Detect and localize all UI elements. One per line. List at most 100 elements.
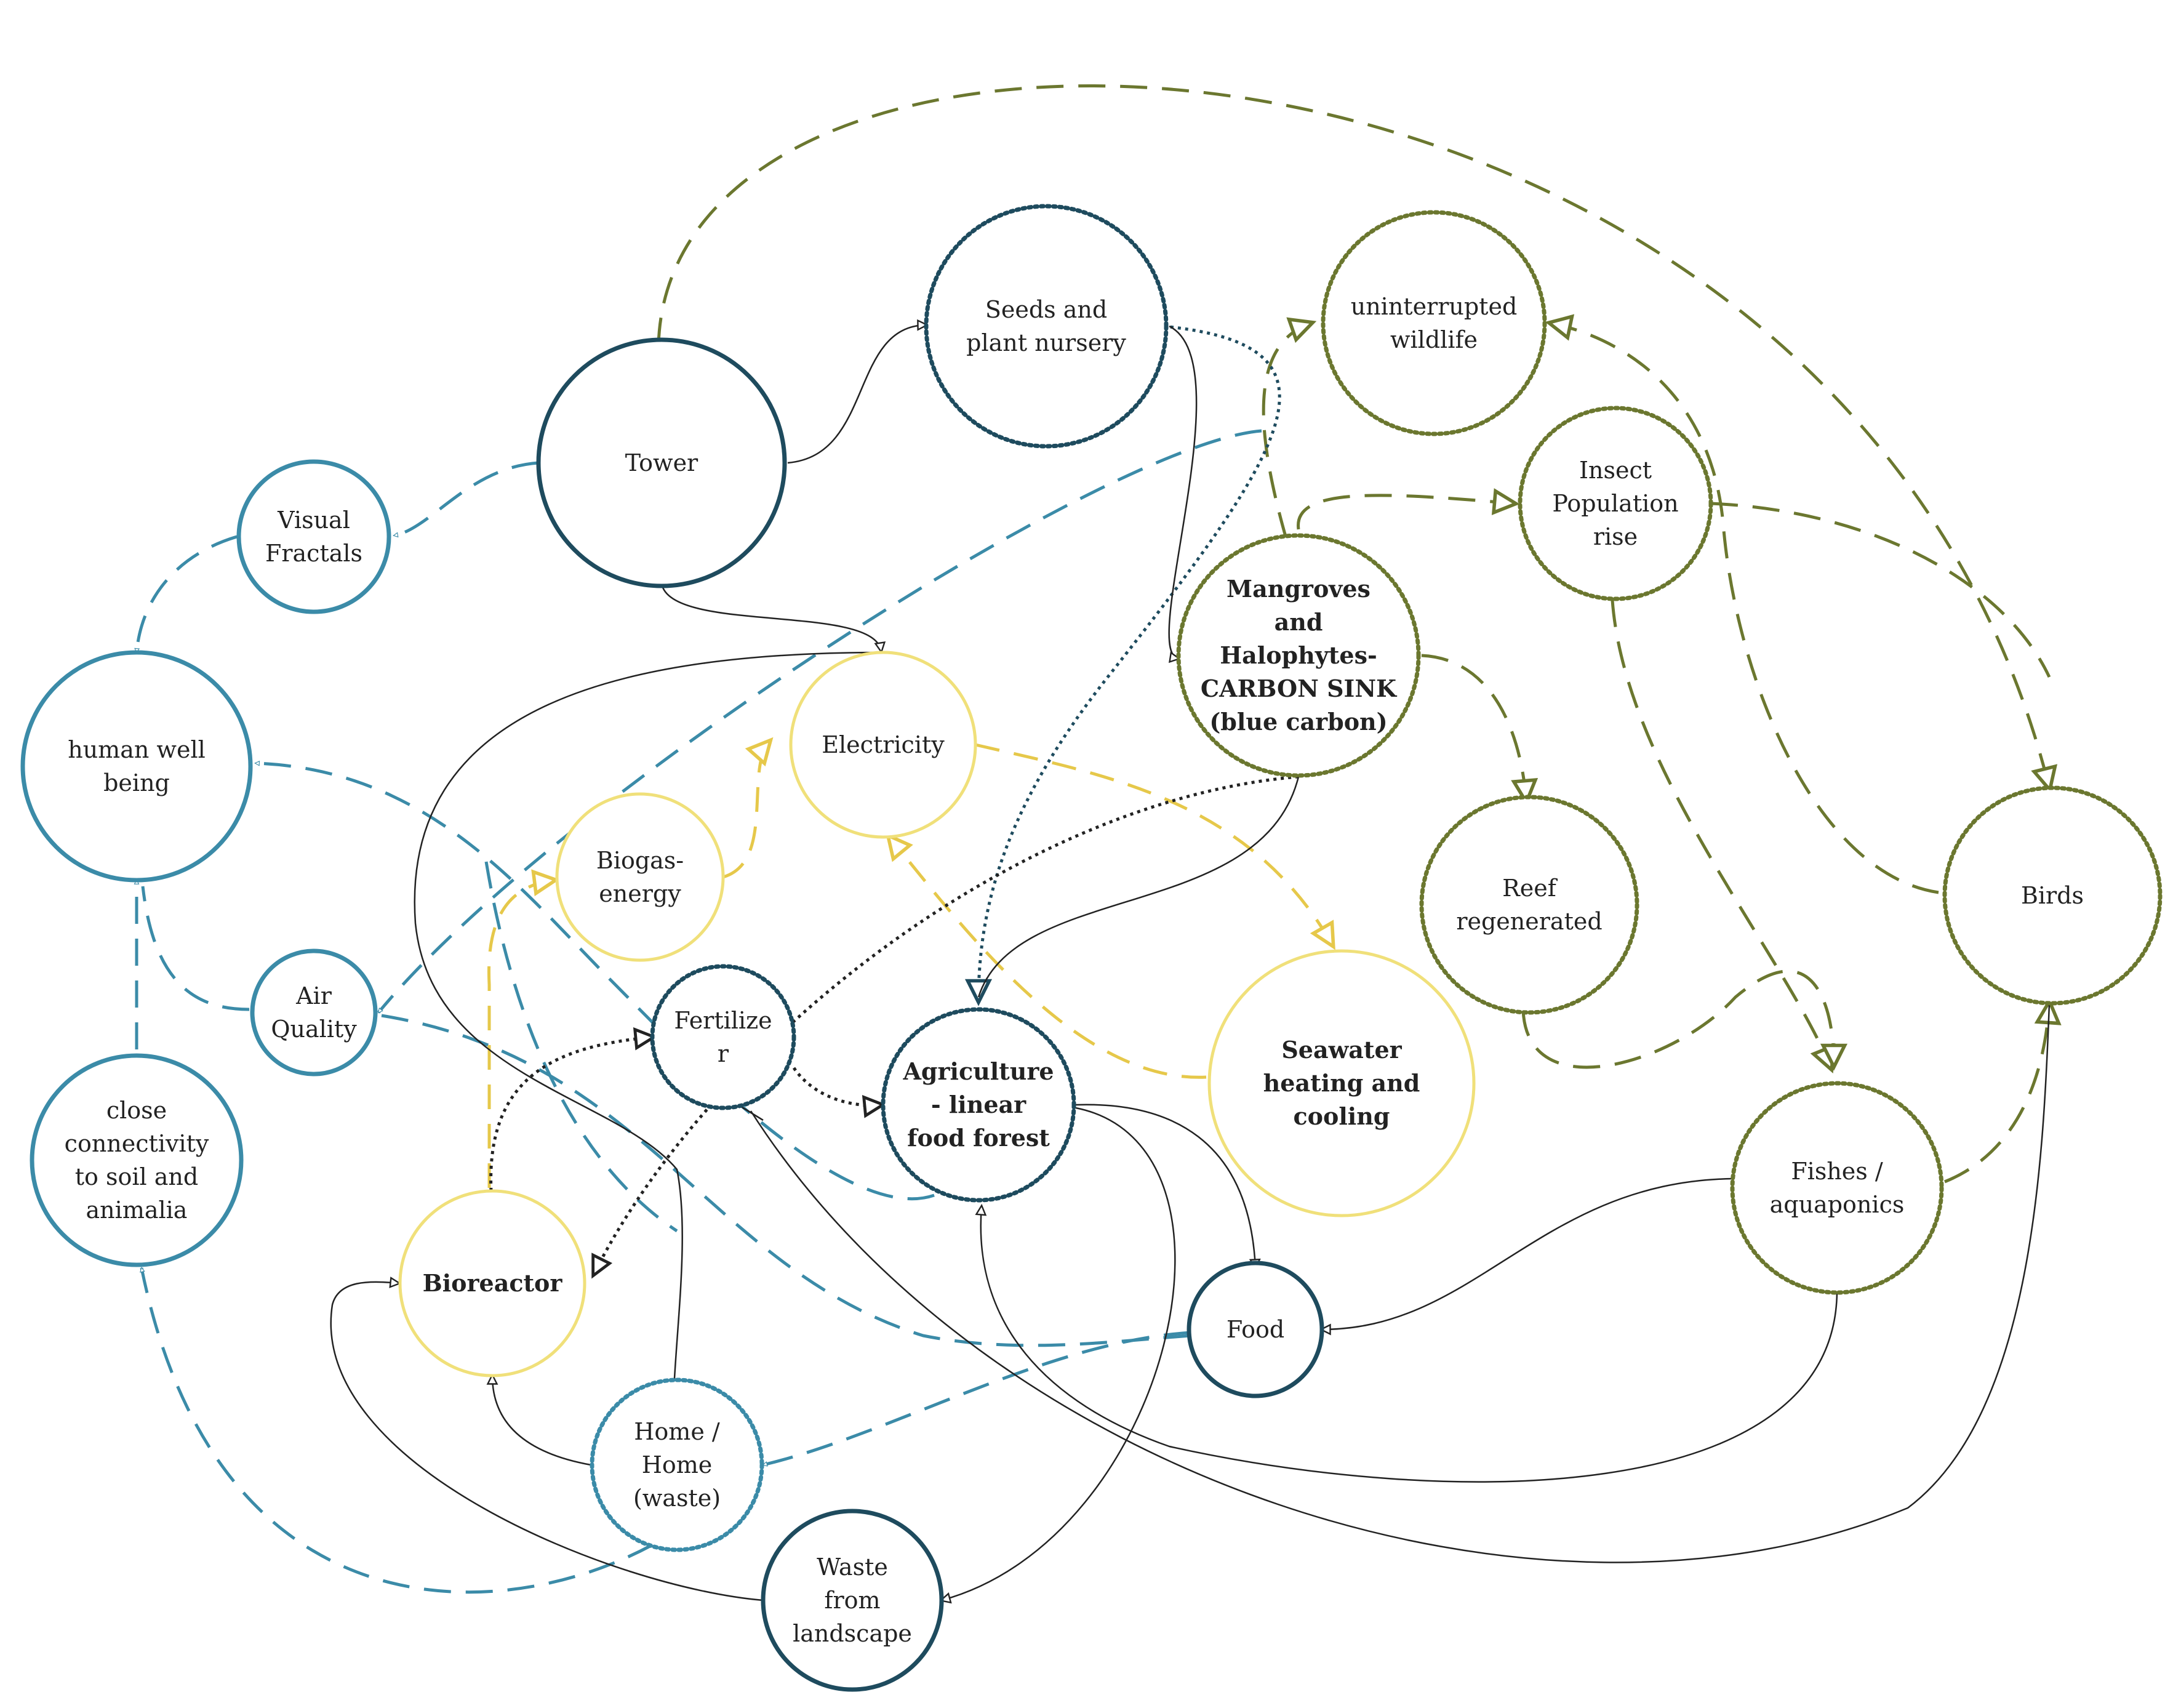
edge-fishes-to-food [1319, 1177, 1733, 1336]
edge-seawater-to-electricity [885, 832, 1207, 1079]
edge-waste-to-bioreactor [330, 1277, 764, 1602]
seeds-label-line: Seeds and [985, 296, 1107, 323]
reef-label-line: regenerated [1456, 908, 1602, 935]
agriculture-label-line: - linear [931, 1091, 1026, 1118]
agriculture-label-line: Agriculture [902, 1057, 1054, 1085]
mangroves-label-line: (blue carbon) [1209, 708, 1387, 736]
edge-mangroves-to-agriculture [977, 776, 1300, 998]
node-reef[interactable]: Reef regenerated [1419, 795, 1639, 1015]
waste-circle [761, 1509, 944, 1692]
edge-agriculture-to-waste [938, 1107, 1176, 1604]
insect-label-line: Insect [1579, 457, 1652, 484]
birds-label-line: Birds [2021, 882, 2084, 909]
seawater-circle [1207, 949, 1476, 1217]
wildlife-circle [1321, 210, 1547, 436]
edge-seeds-to-mangroves [1168, 325, 1198, 663]
agriculture-circle [881, 1007, 1076, 1203]
connectivity-circle [30, 1053, 244, 1267]
node-seeds[interactable]: Seeds and plant nursery [924, 204, 1169, 449]
seawater-label-line: heating and [1263, 1069, 1420, 1097]
edge-tower-to-seeds [787, 319, 929, 464]
edge-home-to-connectivity [140, 1267, 654, 1594]
edge-air-to-human [141, 886, 250, 1011]
edge-biogas-to-electricity [722, 737, 774, 879]
bioreactor-label-line: Bioreactor [423, 1269, 563, 1297]
node-fishes[interactable]: Fishes /aquaponics [1730, 1081, 1944, 1295]
air-label-line: Quality [271, 1016, 357, 1043]
electricity-label-line: Electricity [822, 731, 945, 758]
edge-tower-to-electricity [660, 583, 886, 654]
seawater-label-line: cooling [1294, 1102, 1390, 1130]
seawater-label-line: Seawater [1281, 1036, 1402, 1064]
edge-birds-to-wildlife [1545, 314, 1939, 894]
edge-visual-to-human [134, 535, 238, 654]
insect-label-line: Population [1552, 490, 1678, 517]
human-circle [20, 650, 253, 883]
node-biogas[interactable]: Biogas-energy [555, 792, 725, 962]
tower-label-line: Tower [625, 449, 698, 476]
fertilizer-label-line: r [718, 1040, 729, 1067]
reef-label-line: Reef [1502, 875, 1558, 902]
edge-food-to-home [762, 1331, 1191, 1467]
electricity-circle [789, 651, 977, 839]
human-label-line: human well [68, 736, 206, 763]
node-birds[interactable]: Birds [1942, 785, 2163, 1006]
agriculture-label-line: food forest [907, 1124, 1050, 1152]
nodes: Tower Seeds and plant nursery uninterrupt… [20, 204, 2163, 1692]
edge-reef-to-fishes [1521, 969, 1848, 1071]
air-label-line: Air [295, 982, 332, 1009]
insect-circle [1518, 406, 1713, 601]
wildlife-label-line: wildlife [1390, 326, 1478, 353]
node-tower[interactable]: Tower [536, 337, 787, 588]
connectivity-label-line: to soil and [75, 1163, 198, 1190]
node-home[interactable]: Home /Home(waste) [590, 1377, 764, 1552]
mangroves-label-line: and [1275, 608, 1323, 636]
biogas-label-line: Biogas- [596, 847, 684, 874]
edge-mangroves-to-wildlife [1262, 317, 1317, 539]
node-seawater[interactable]: Seawater heating and cooling [1207, 949, 1476, 1217]
edge-insect-to-birds [1710, 502, 2051, 678]
connectivity-label-line: animalia [86, 1197, 188, 1224]
edge-insect-to-fishes [1611, 599, 1836, 1074]
human-label-line: being [103, 769, 170, 796]
edge-agriculture-to-human [254, 760, 968, 1201]
node-agriculture[interactable]: Agriculture - linear food forest [881, 1007, 1076, 1203]
mangroves-label-line: Halophytes- [1220, 641, 1377, 669]
node-human[interactable]: human well being [20, 650, 253, 883]
biogas-label-line: energy [599, 880, 681, 907]
waste-label-line: Waste [817, 1554, 888, 1581]
edge-fishes-to-agriculture [975, 1203, 1838, 1483]
mangroves-label-line: Mangroves [1227, 575, 1371, 603]
visual-circle [236, 459, 391, 614]
food-circle [1187, 1261, 1324, 1398]
edge-mangroves-to-reef [1421, 654, 1539, 806]
edge-agriculture-to-food [1075, 1104, 1261, 1271]
edge-fertilizer-to-agriculture-dotted [792, 1067, 887, 1118]
seeds-label-line: plant nursery [966, 329, 1126, 356]
edge-waste-to-birds [750, 1003, 2051, 1563]
seeds-circle [924, 204, 1169, 449]
home-circle [590, 1377, 764, 1552]
fishes-circle [1730, 1081, 1944, 1295]
home-label-line: (waste) [633, 1485, 721, 1512]
visual-label-line: Visual [277, 507, 350, 534]
node-electricity[interactable]: Electricity [789, 651, 977, 839]
node-wildlife[interactable]: uninterrupted wildlife [1321, 210, 1547, 436]
node-bioreactor[interactable]: Bioreactor [398, 1189, 586, 1377]
food-label-line: Food [1227, 1316, 1284, 1343]
fertilizer-circle [650, 964, 796, 1110]
connectivity-label-line: connectivity [65, 1130, 209, 1157]
home-label-line: Home / [634, 1418, 720, 1445]
node-food[interactable]: Food [1187, 1261, 1324, 1398]
edge-home-to-bioreactor [486, 1373, 591, 1466]
edge-bioreactor-to-biogas [487, 869, 560, 1188]
wildlife-label-line: uninterrupted [1351, 293, 1518, 320]
